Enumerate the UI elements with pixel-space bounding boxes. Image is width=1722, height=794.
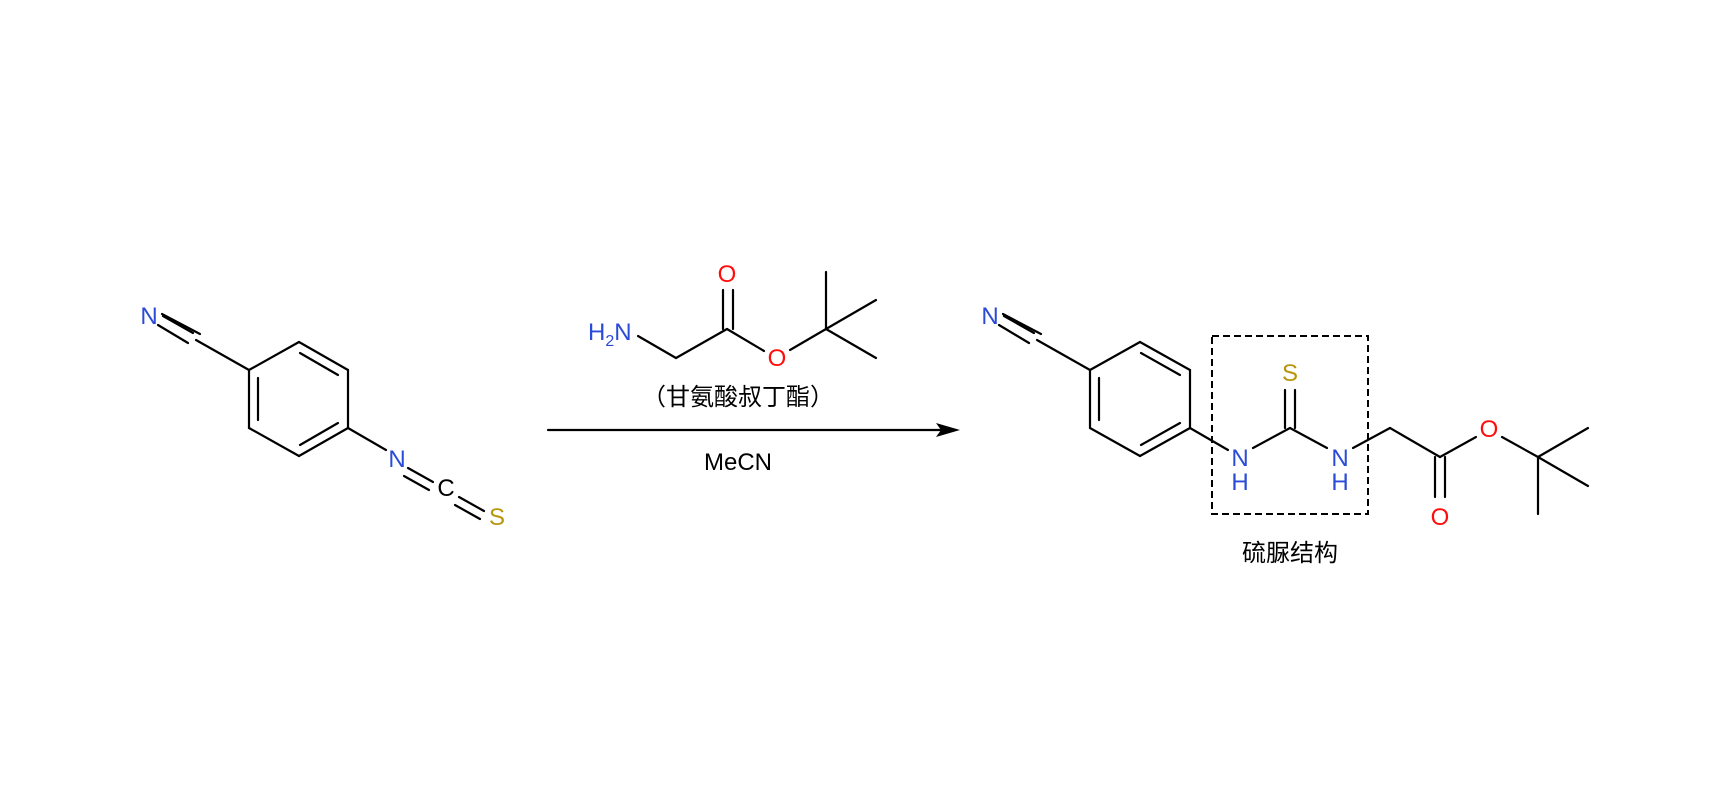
reactant-nitrile-n: N <box>140 303 157 330</box>
product-nitrile-n: N <box>981 303 998 330</box>
product-nitrile: N <box>981 303 1092 372</box>
reactant-benzene-ring <box>247 340 350 458</box>
product-nh1-h: H <box>1231 469 1248 496</box>
reagent-carbonyl-o: O <box>718 261 737 288</box>
reagent-molecule: H2N O O （甘氨酸叔丁酯） <box>588 261 878 411</box>
reagent-name: （甘氨酸叔丁酯） <box>642 384 834 411</box>
product-thio-s: S <box>1282 360 1298 387</box>
reactant-molecule: N N C S <box>140 303 505 531</box>
product-carbonyl-o: O <box>1431 504 1450 531</box>
thiourea-highlight: 硫脲结构 <box>1211 335 1369 567</box>
product-ester-chain: O O <box>1351 416 1590 531</box>
reactant-iso-n: N <box>388 446 405 473</box>
product-nh2-n: N <box>1331 445 1348 472</box>
product-nh1-n: N <box>1231 445 1248 472</box>
product-ester-o: O <box>1480 416 1499 443</box>
reagent-ester-o: O <box>768 345 787 372</box>
reagent-amine-label: H2N <box>588 319 632 350</box>
product-thiourea: N H S N H <box>1188 360 1349 496</box>
reactant-iso-s: S <box>489 504 505 531</box>
arrow-head <box>936 423 960 437</box>
reactant-nitrile: N <box>140 303 251 372</box>
reaction-arrow: MeCN <box>546 423 960 476</box>
thiourea-highlight-box <box>1211 335 1369 515</box>
solvent-label: MeCN <box>704 449 772 476</box>
reactant-isothiocyanate: N C S <box>346 426 505 531</box>
reactant-iso-c: C <box>437 475 454 502</box>
product-molecule: N N H S N H O O <box>981 303 1590 531</box>
thiourea-caption: 硫脲结构 <box>1242 540 1338 567</box>
product-nh2-h: H <box>1331 469 1348 496</box>
product-benzene-ring <box>1088 340 1192 458</box>
